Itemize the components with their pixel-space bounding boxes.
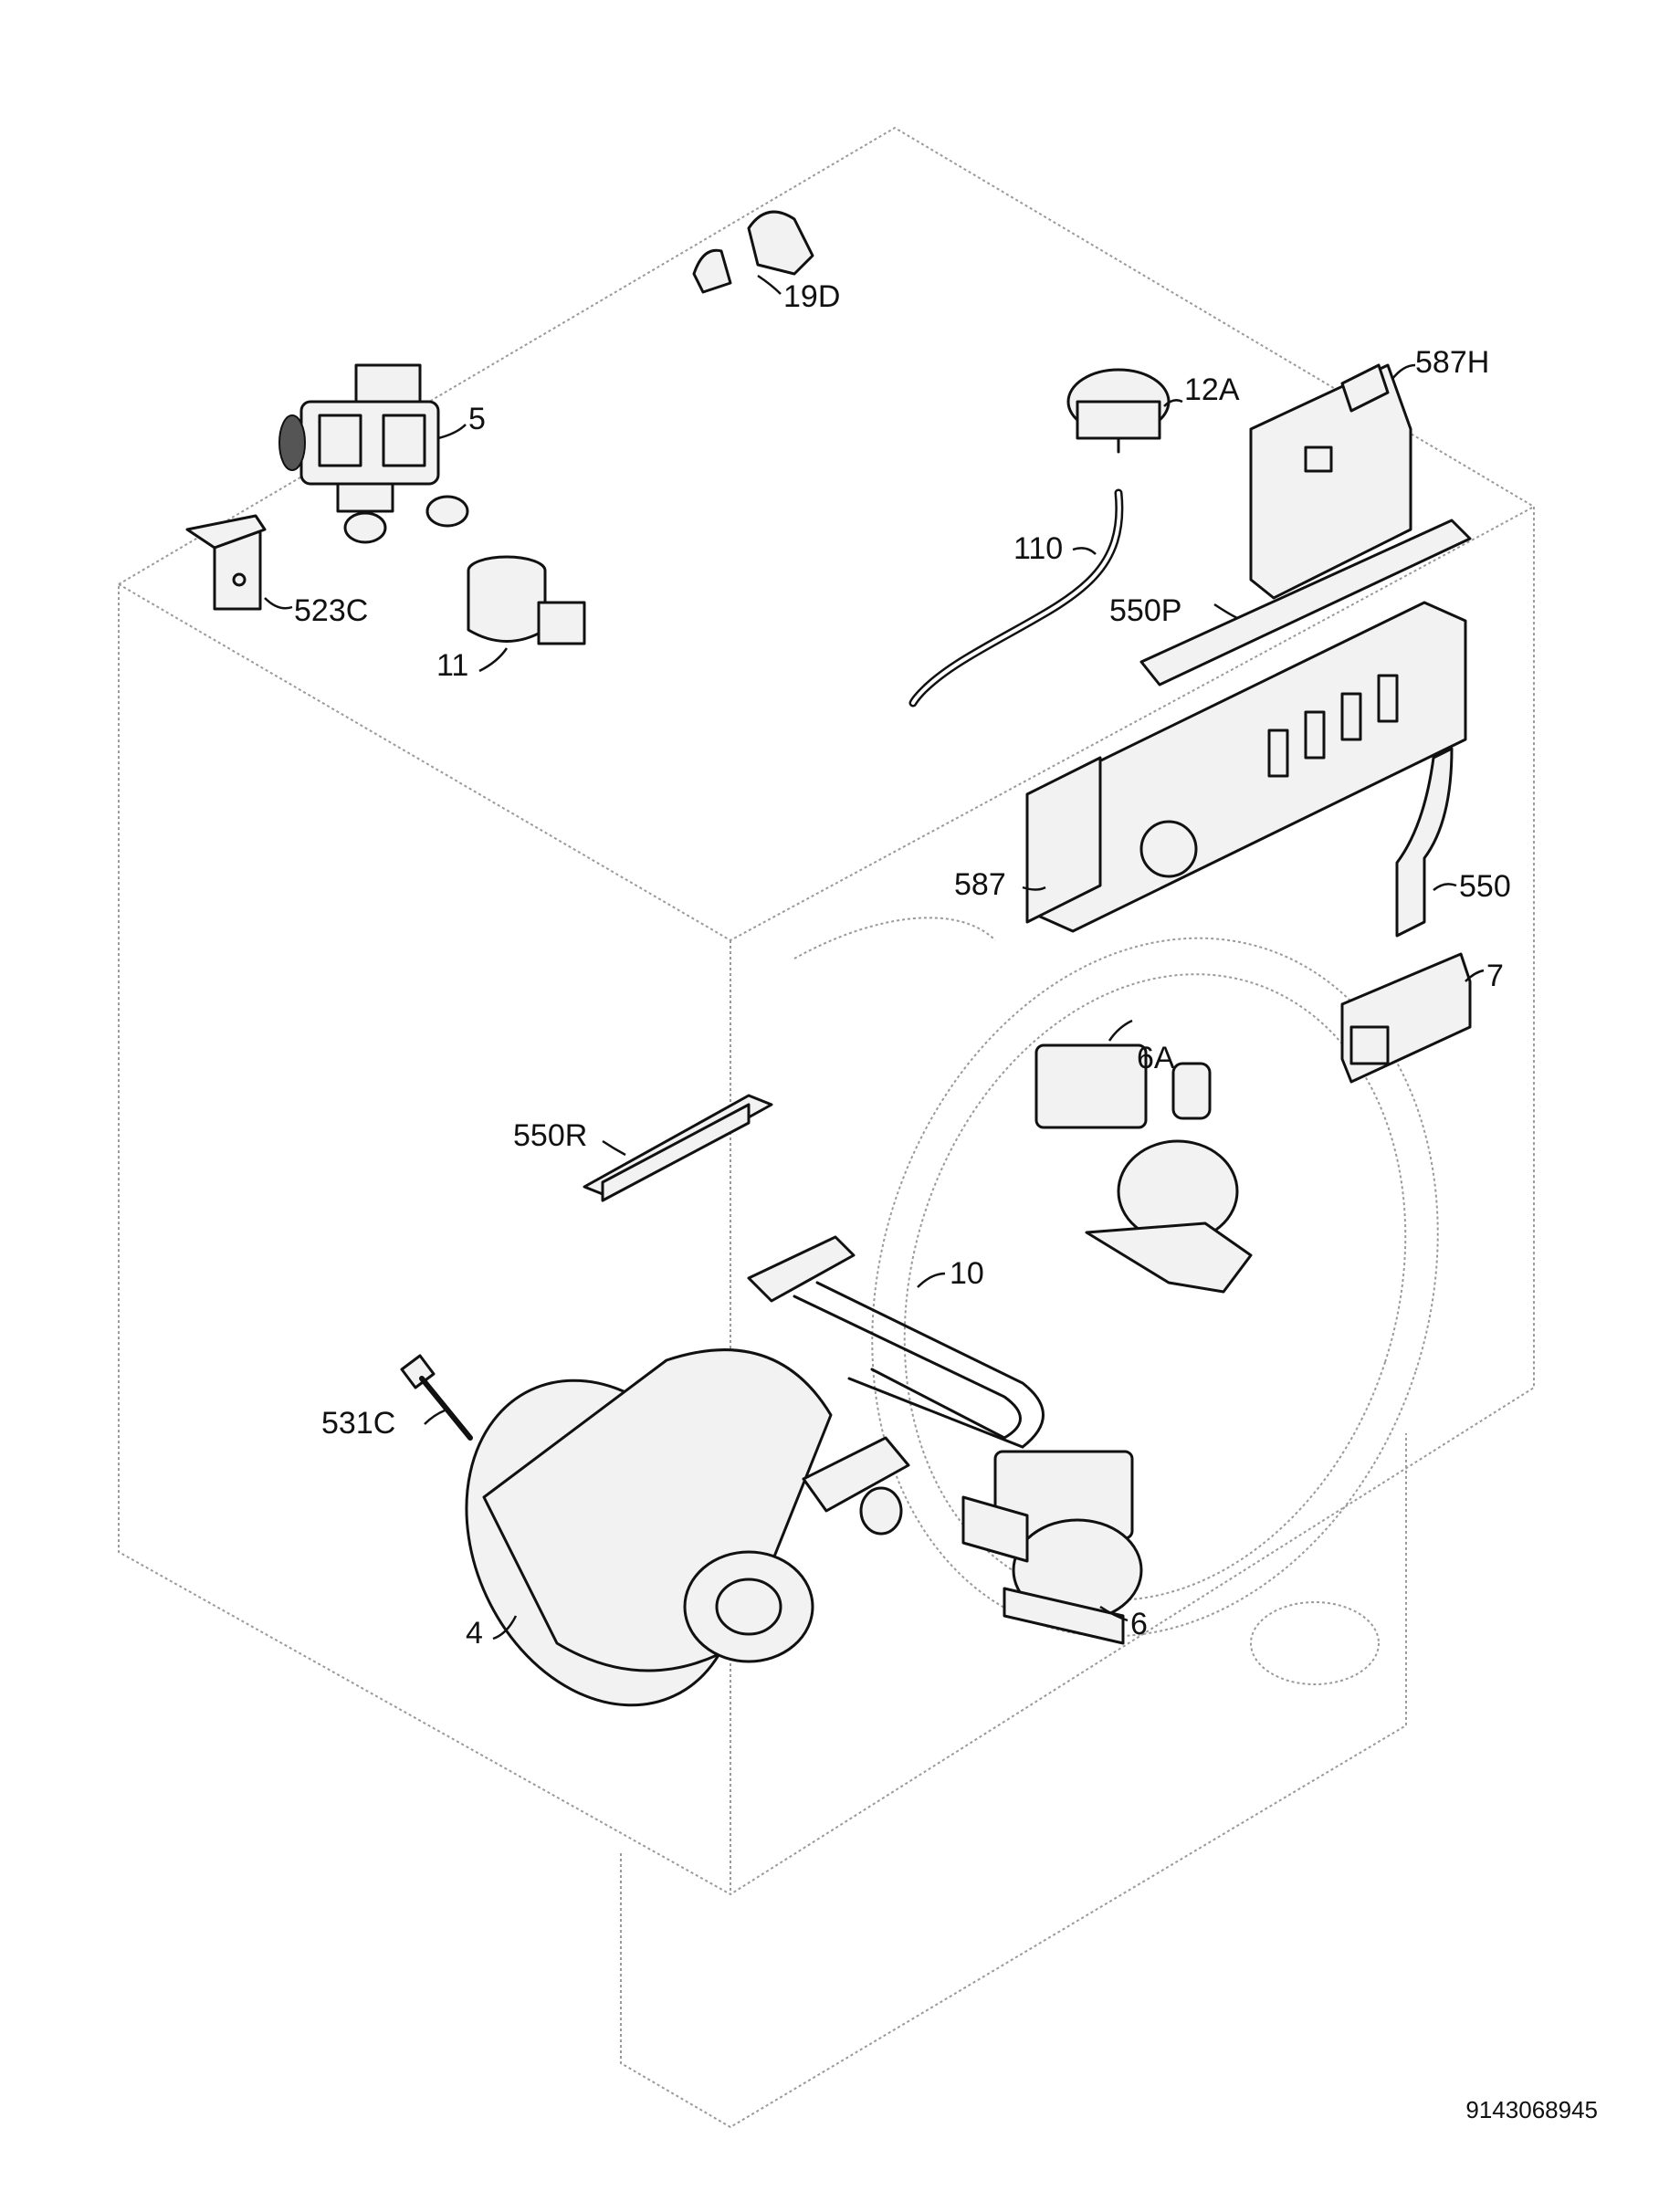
part-587H-control-board (1249, 363, 1416, 600)
part-6A-pump (1034, 1019, 1253, 1294)
label-523C: 523C (294, 593, 368, 628)
label-110: 110 (1013, 531, 1063, 566)
part-523C-bracket (185, 514, 293, 611)
label-6A: 6A (1137, 1041, 1175, 1075)
label-4: 4 (466, 1616, 483, 1651)
label-6: 6 (1130, 1607, 1148, 1641)
label-550: 550 (1459, 869, 1511, 904)
part-550-cable (1395, 747, 1457, 938)
label-587H: 587H (1415, 345, 1489, 380)
part-12A-pressure-switch (1066, 368, 1183, 454)
label-5: 5 (468, 402, 486, 436)
part-4-motor (465, 1348, 910, 1707)
label-587: 587 (954, 867, 1006, 902)
part-11-capacitor (467, 555, 586, 673)
label-550P: 550P (1109, 593, 1181, 628)
part-10-heater (747, 1235, 1045, 1449)
part-531C-bolt (400, 1354, 473, 1441)
label-531C: 531C (321, 1406, 395, 1441)
part-5-water-valve (278, 363, 469, 544)
part-587-main-module (1022, 601, 1467, 933)
document-code: 9143068945 (1465, 2096, 1598, 2123)
label-12A: 12A (1184, 372, 1240, 407)
label-7: 7 (1486, 959, 1504, 993)
label-550R: 550R (513, 1118, 587, 1153)
part-labels: 19D 5 523C 11 12A 587H 110 550P 587 550 … (294, 279, 1511, 1651)
part-550R-bracket (583, 1094, 773, 1202)
part-19D (692, 210, 814, 295)
label-10: 10 (950, 1256, 984, 1291)
part-7-door-lock (1340, 952, 1485, 1084)
part-550P-rail (1139, 519, 1472, 687)
part-110-hose (908, 488, 1124, 708)
label-11: 11 (436, 648, 468, 683)
part-6-drain-pump (961, 1450, 1143, 1645)
label-19D: 19D (783, 279, 840, 314)
